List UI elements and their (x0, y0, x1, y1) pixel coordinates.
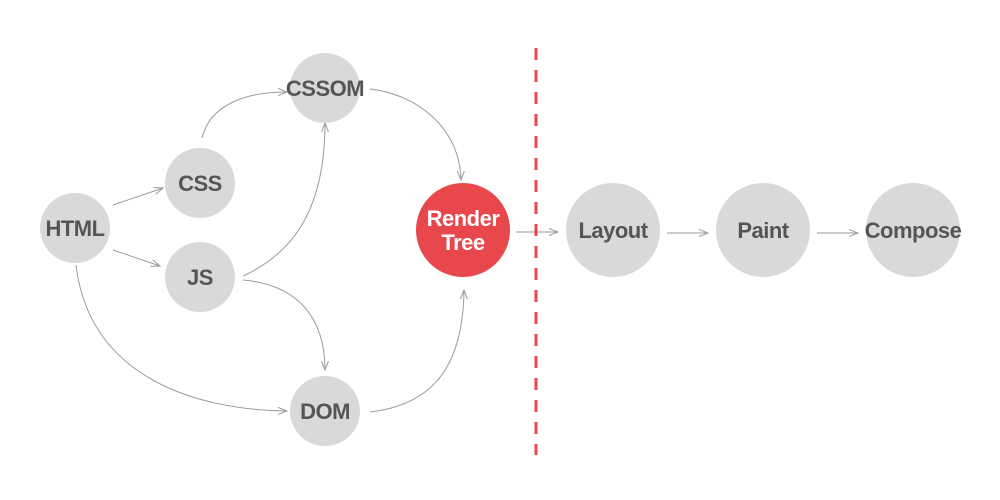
node-cssom-label: CSSOM (286, 76, 364, 101)
node-compose-circle (866, 183, 960, 277)
node-cssom-circle (290, 53, 360, 123)
node-compose: Compose (865, 183, 962, 277)
node-paint-circle (716, 183, 810, 277)
node-css-label: CSS (178, 171, 222, 196)
node-dom-circle (290, 376, 360, 446)
node-html-label: HTML (45, 216, 104, 241)
node-cssom: CSSOM (286, 53, 365, 123)
edge-dom-to-render-tree-arrow (369, 290, 464, 413)
node-js: JS (165, 242, 235, 312)
node-js-label: JS (187, 265, 213, 290)
node-render-tree-circle (416, 183, 510, 277)
node-css-circle (165, 148, 235, 218)
node-render-tree-label: Tree (441, 230, 485, 255)
edge-html-to-js-arrow (112, 249, 160, 266)
node-html: HTML (40, 193, 110, 263)
node-html-circle (40, 193, 110, 263)
node-layout-circle (566, 183, 660, 277)
edge-css-to-cssom-arrow (201, 92, 287, 139)
edge-js-to-cssom-arrow (242, 123, 325, 277)
edge-html-to-css-arrow (112, 188, 163, 206)
node-layout-label: Layout (578, 218, 648, 243)
edge-html-to-dom-arrow (75, 264, 287, 411)
node-compose-label: Compose (865, 218, 962, 243)
node-css: CSS (165, 148, 235, 218)
node-js-circle (165, 242, 235, 312)
node-dom-label: DOM (300, 399, 350, 424)
edges-layer (75, 88, 858, 413)
node-render-tree-label: Render (427, 206, 501, 231)
edge-js-to-dom-arrow (242, 279, 325, 370)
node-layout: Layout (566, 183, 660, 277)
node-dom: DOM (290, 376, 360, 446)
node-paint-label: Paint (737, 218, 789, 243)
edge-cssom-to-render-tree-arrow (369, 88, 461, 180)
node-paint: Paint (716, 183, 810, 277)
